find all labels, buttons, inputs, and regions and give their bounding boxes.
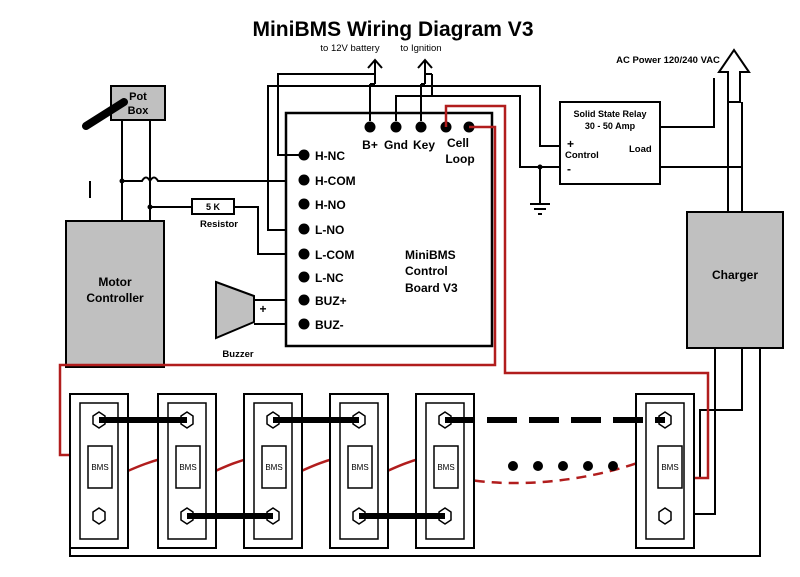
bms-label-3: BMS <box>265 463 282 472</box>
resistor <box>191 198 235 215</box>
pot-box-label-line2: Box <box>128 105 150 117</box>
resistor-value: 5 K <box>206 202 221 212</box>
bus-bars <box>99 417 665 519</box>
board-top-wires <box>277 73 560 215</box>
relay-rating: 30 - 50 Amp <box>585 121 636 131</box>
control-board <box>284 111 494 348</box>
bms-label-5: BMS <box>437 463 454 472</box>
pin-label-buz-plus: BUZ+ <box>315 294 347 308</box>
bms-label-4: BMS <box>351 463 368 472</box>
motor-controller-label-line1: Motor <box>98 275 132 289</box>
buzzer-icon <box>215 280 255 340</box>
board-name-line3: Board V3 <box>405 281 458 295</box>
buzzer-label: Buzzer <box>222 349 253 360</box>
pin-label-l-com: L-COM <box>315 248 354 262</box>
solid-state-relay <box>559 101 661 185</box>
board-name-line2: Control <box>405 264 448 278</box>
diagram-title: MiniBMS Wiring Diagram V3 <box>252 18 533 41</box>
relay-control: Control <box>565 150 599 161</box>
relay-load: Load <box>629 144 652 155</box>
resistor-label: Resistor <box>200 219 238 230</box>
pin-label-cell: Cell <box>447 136 469 150</box>
bms-label-1: BMS <box>91 463 108 472</box>
board-name-line1: MiniBMS <box>405 248 456 262</box>
bms-label-2: BMS <box>179 463 196 472</box>
ac-power-arrow-icon <box>717 48 751 103</box>
relay-plus: + <box>567 137 574 151</box>
relay-title: Solid State Relay <box>573 109 646 119</box>
ignition-arrow-icon <box>417 58 433 84</box>
bms-modules <box>87 445 683 489</box>
charger-label: Charger <box>712 268 758 282</box>
motor-controller-label-line2: Controller <box>86 291 144 305</box>
pin-label-gnd: Gnd <box>384 138 408 152</box>
pin-label-h-com: H-COM <box>315 174 356 188</box>
pot-box-label-line1: Pot <box>129 91 147 103</box>
bms-label-6: BMS <box>661 463 678 472</box>
pin-label-loop: Loop <box>445 152 474 166</box>
buzzer-plus: + <box>259 302 266 316</box>
label-ac-power: AC Power 120/240 VAC <box>616 55 720 66</box>
cell-loop-wire <box>444 104 710 480</box>
battery-arrow-icon <box>367 58 383 84</box>
pin-label-buz-minus: BUZ- <box>315 318 344 332</box>
label-to-12v-battery: to 12V battery <box>320 43 379 54</box>
charger-box <box>686 211 784 349</box>
pot-wires <box>89 120 305 255</box>
pin-label-b-plus: B+ <box>362 138 378 152</box>
ellipsis-dots <box>508 461 618 471</box>
relay-minus: - <box>567 162 571 176</box>
label-to-ignition: to Ignition <box>400 43 441 54</box>
pin-label-h-nc: H-NC <box>315 149 345 163</box>
pin-label-l-no: L-NO <box>315 223 344 237</box>
pin-label-h-no: H-NO <box>315 198 346 212</box>
pot-knob-icon <box>82 98 128 130</box>
pin-label-l-nc: L-NC <box>315 271 344 285</box>
pin-label-key: Key <box>413 138 435 152</box>
motor-controller-box <box>65 220 165 368</box>
